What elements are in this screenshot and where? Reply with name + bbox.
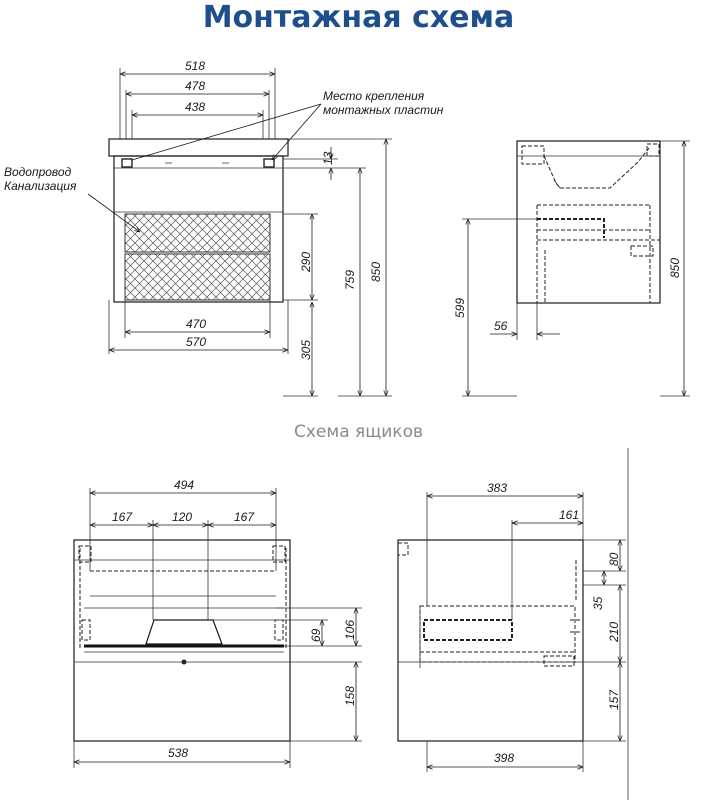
side-cabinet-body	[516, 140, 661, 304]
dim-13: 13	[321, 151, 335, 165]
dim-80: 80	[607, 552, 621, 566]
drawer-front-view: 494 167 120 167 106 69 158 538	[73, 478, 362, 768]
dim-538: 538	[168, 746, 188, 760]
dim-494: 494	[174, 478, 194, 492]
dim-161: 161	[559, 508, 579, 522]
front-cabinet-body	[113, 155, 284, 303]
dim-470: 470	[186, 317, 206, 331]
dim-69: 69	[309, 628, 323, 642]
dim-570: 570	[186, 335, 206, 349]
dim-106: 106	[343, 620, 357, 640]
side-view: 850 599 56	[453, 140, 690, 397]
mount-plate-right	[263, 158, 275, 168]
dim-599: 599	[453, 298, 467, 318]
label-mount-place-1: Место крепления	[323, 89, 425, 103]
dim-478: 478	[185, 79, 205, 93]
mount-plate-left	[121, 158, 133, 168]
dim-438: 438	[185, 100, 205, 114]
front-drawer-lower	[124, 253, 271, 301]
dim-167-left: 167	[112, 510, 133, 524]
drawer-side-body	[397, 539, 584, 742]
dim-850-front: 850	[369, 262, 383, 282]
dim-120: 120	[172, 510, 192, 524]
dim-850-side: 850	[668, 258, 682, 278]
label-plumbing-2: Канализация	[4, 179, 77, 193]
dim-290: 290	[299, 252, 313, 273]
label-mount-place-2: монтажных пластин	[323, 103, 444, 117]
dim-56: 56	[494, 319, 508, 333]
label-plumbing-1: Водопровод	[4, 165, 72, 179]
dim-398: 398	[494, 751, 514, 765]
drawer-front-body	[73, 539, 291, 742]
drawer-side-view: 383 161 80 35 210 157 398	[397, 448, 629, 800]
dim-759: 759	[343, 270, 357, 290]
dim-383: 383	[487, 481, 507, 495]
dim-305: 305	[299, 340, 313, 360]
dim-210: 210	[607, 622, 621, 643]
front-view: 518 478 438 Место крепления монтажных пл…	[4, 59, 444, 397]
siphon-shape	[145, 619, 223, 645]
front-drawer-upper	[124, 213, 271, 253]
front-countertop	[108, 138, 289, 157]
dim-157: 157	[607, 689, 621, 710]
dim-35: 35	[591, 596, 605, 610]
dim-518: 518	[185, 59, 205, 73]
section-subtitle: Схема ящиков	[293, 422, 423, 442]
dim-167-right: 167	[234, 510, 255, 524]
page-title: Монтажная схема	[202, 0, 515, 35]
dim-158: 158	[343, 686, 357, 706]
